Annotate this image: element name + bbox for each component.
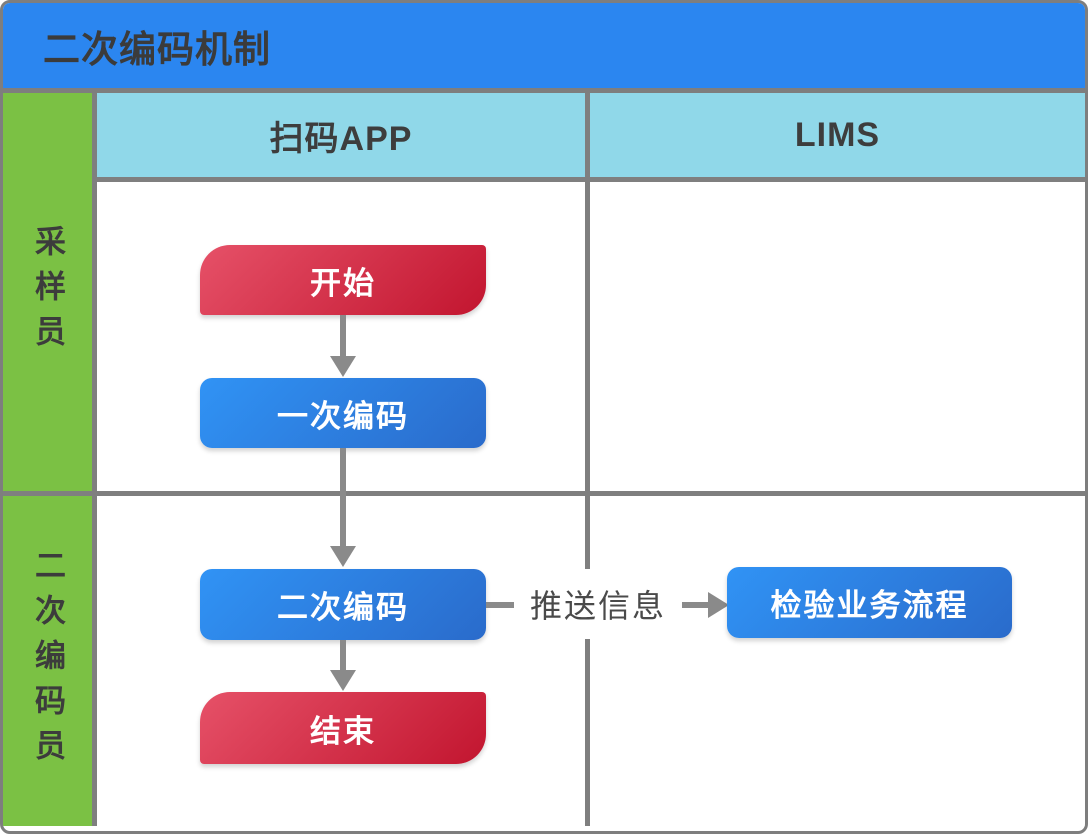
page-title: 二次编码机制 bbox=[43, 28, 271, 70]
lane-label-sampler: 采样员 bbox=[30, 224, 65, 360]
swimlane-grid: 采样员 扫码APP LIMS 二次编码员 bbox=[3, 93, 1085, 826]
lane-label-secondary-coder: 二次编码员 bbox=[30, 548, 65, 774]
column-header-lims: LIMS bbox=[590, 93, 1085, 177]
cell-scanapp-secondary bbox=[97, 496, 585, 826]
cell-scanapp-sampler bbox=[97, 182, 585, 491]
cell-lims-secondary bbox=[590, 496, 1085, 826]
cell-lims-sampler bbox=[590, 182, 1085, 491]
lane-sampler: 采样员 bbox=[3, 93, 92, 491]
column-header-scan-app: 扫码APP bbox=[97, 93, 585, 177]
title-bar: 二次编码机制 bbox=[3, 3, 1085, 93]
lane-secondary-coder: 二次编码员 bbox=[3, 496, 92, 826]
